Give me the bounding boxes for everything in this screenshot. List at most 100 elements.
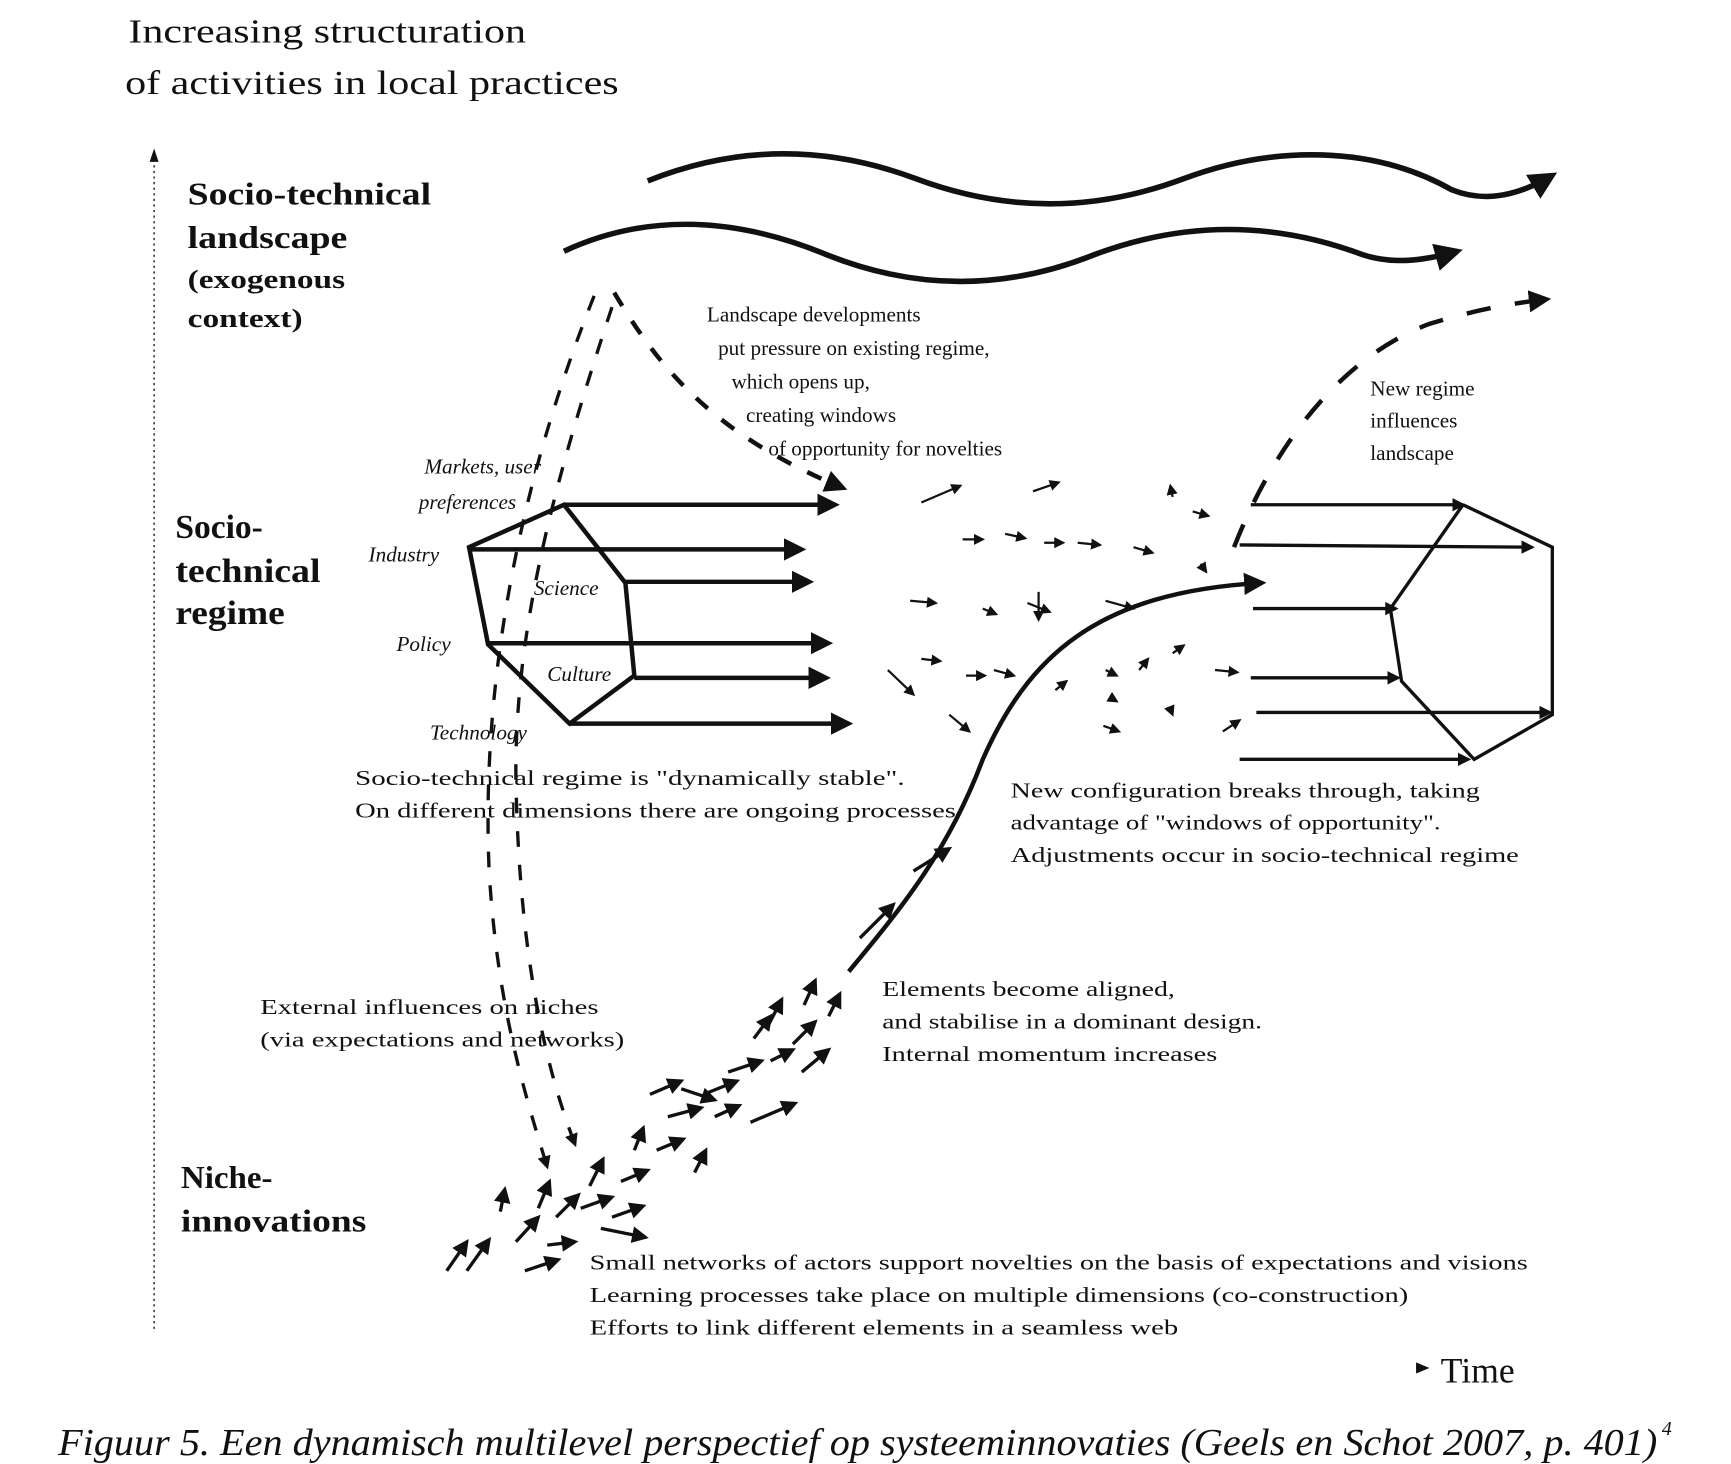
breakthrough-text: New configuration breaks through, taking… xyxy=(1011,778,1519,867)
regime-dimension-labels: Markets, user preferences Industry Scien… xyxy=(368,454,612,744)
landscape-level-label: Socio-technical landscape (exogenous con… xyxy=(188,176,432,333)
scattered-arrow xyxy=(1222,719,1242,733)
svg-text:(via expectations and networks: (via expectations and networks) xyxy=(260,1027,624,1051)
svg-text:Landscape developments: Landscape developments xyxy=(707,303,921,327)
time-arrow-icon xyxy=(1416,1362,1430,1374)
scattered-arrow xyxy=(667,1103,705,1120)
scattered-arrow xyxy=(1105,599,1136,612)
scattered-arrow xyxy=(769,1048,796,1064)
scattered-arrow xyxy=(910,596,939,608)
y-axis-label-line2: of activities in local practices xyxy=(125,65,619,102)
scattered-arrow xyxy=(752,1013,773,1040)
svg-text:influences: influences xyxy=(1370,409,1457,433)
external-influence-text: External influences on niches (via expec… xyxy=(260,995,624,1051)
scattered-arrow xyxy=(749,1100,799,1124)
svg-text:Policy: Policy xyxy=(395,632,451,656)
svg-text:advantage of "windows of oppor: advantage of "windows of opportunity". xyxy=(1011,811,1441,835)
scattered-arrow xyxy=(680,1087,718,1104)
y-axis-arrow-icon xyxy=(149,148,159,162)
svg-text:Learning processes take place: Learning processes take place on multipl… xyxy=(590,1283,1409,1307)
svg-text:Socio-: Socio- xyxy=(175,509,262,546)
scattered-arrow xyxy=(1164,704,1175,717)
scattered-arrow xyxy=(1004,530,1028,542)
scattered-arrow xyxy=(982,605,999,616)
svg-text:put pressure on existing regim: put pressure on existing regime, xyxy=(718,336,989,360)
scattered-arrow xyxy=(649,1078,685,1096)
niche-networks-text: Small networks of actors support novelti… xyxy=(590,1251,1528,1340)
svg-text:New configuration breaks throu: New configuration breaks through, taking xyxy=(1011,778,1481,802)
scattered-arrow xyxy=(1133,544,1155,556)
scattered-arrow xyxy=(1214,665,1240,677)
svg-text:(exogenous: (exogenous xyxy=(188,264,345,294)
scattered-arrow xyxy=(1105,666,1119,677)
svg-text:Socio-technical: Socio-technical xyxy=(188,176,432,211)
svg-text:technical: technical xyxy=(175,553,320,590)
breakthrough-curve-arrow xyxy=(847,572,1267,973)
y-axis-label-line1: Increasing structuration xyxy=(128,13,526,50)
scattered-arrow xyxy=(536,1178,553,1209)
scattered-arrow xyxy=(800,1047,832,1074)
svg-text:Science: Science xyxy=(534,576,599,600)
svg-text:Elements become aligned,: Elements become aligned, xyxy=(882,977,1175,1001)
svg-text:of opportunity for novelties: of opportunity for novelties xyxy=(768,437,1002,461)
svg-text:creating windows: creating windows xyxy=(746,403,896,427)
scattered-arrow xyxy=(858,902,896,940)
scattered-arrow xyxy=(1102,723,1122,734)
caption-footnote: 4 xyxy=(1662,1418,1672,1440)
scattered-arrow xyxy=(912,846,953,873)
svg-text:and stabilise in a dominant de: and stabilise in a dominant design. xyxy=(882,1009,1262,1033)
regime-hexagon-right xyxy=(1388,503,1554,762)
scattered-arrow xyxy=(656,1136,687,1152)
scattered-arrow xyxy=(1032,480,1061,493)
new-regime-arrows xyxy=(1239,498,1553,767)
scattered-arrow xyxy=(1171,644,1186,656)
scattered-arrow xyxy=(1196,561,1208,574)
scattered-arrow xyxy=(524,1255,562,1273)
scattered-arrow xyxy=(791,1019,818,1046)
regime-level-label: Socio- technical regime xyxy=(175,509,320,632)
svg-text:Internal momentum increases: Internal momentum increases xyxy=(882,1042,1217,1066)
scattered-arrow xyxy=(920,484,963,504)
scattered-arrow xyxy=(802,977,818,1006)
new-regime-influence-dashed-arrow xyxy=(1231,290,1552,548)
svg-text:Culture: Culture xyxy=(547,662,611,686)
svg-text:landscape: landscape xyxy=(188,220,348,255)
scattered-arrow xyxy=(611,1202,647,1219)
svg-text:Markets, user: Markets, user xyxy=(423,454,541,478)
scattered-arrow xyxy=(547,1235,579,1252)
scattered-arrow xyxy=(948,713,972,733)
new-regime-text: New regime influences landscape xyxy=(1370,376,1474,465)
scattered-arrow xyxy=(727,1057,765,1074)
svg-text:which opens up,: which opens up, xyxy=(731,370,869,394)
svg-text:Adjustments occur in socio-tec: Adjustments occur in socio-technical reg… xyxy=(1011,843,1519,867)
svg-text:Socio-technical regime is "dy: Socio-technical regime is "dynamically s… xyxy=(355,766,904,790)
scattered-arrow xyxy=(1077,538,1103,550)
scattered-arrow xyxy=(630,1124,647,1151)
svg-text:Small networks of actors suppo: Small networks of actors support novelti… xyxy=(590,1251,1528,1275)
scattered-arrow xyxy=(554,1192,581,1219)
svg-text:context): context) xyxy=(188,303,303,333)
scattered-arrow xyxy=(620,1167,651,1184)
scattered-arrow xyxy=(993,667,1017,679)
scattered-arrow xyxy=(766,996,784,1026)
scattered-arrow xyxy=(514,1214,541,1243)
scattered-arrows xyxy=(445,480,1242,1273)
scattered-arrow xyxy=(1166,483,1178,498)
svg-text:landscape: landscape xyxy=(1370,441,1454,465)
svg-text:Niche-: Niche- xyxy=(181,1160,273,1195)
regime-dimension-arrows xyxy=(469,493,854,735)
scattered-arrow xyxy=(580,1193,616,1210)
landscape-wave-top xyxy=(646,151,1558,207)
landscape-pressure-dashed-arrow xyxy=(612,291,848,492)
scattered-arrow xyxy=(702,1078,741,1096)
scattered-arrow xyxy=(445,1239,469,1272)
svg-text:innovations: innovations xyxy=(181,1204,366,1239)
svg-text:On different dimensions there: On different dimensions there are ongoin… xyxy=(355,798,956,822)
aligned-text: Elements become aligned, and stabilise i… xyxy=(882,977,1262,1066)
scattered-arrow xyxy=(1138,657,1150,671)
scattered-arrow xyxy=(600,1226,649,1243)
svg-text:Industry: Industry xyxy=(368,543,440,567)
scattered-arrow xyxy=(692,1147,708,1174)
svg-text:New regime: New regime xyxy=(1370,376,1474,400)
